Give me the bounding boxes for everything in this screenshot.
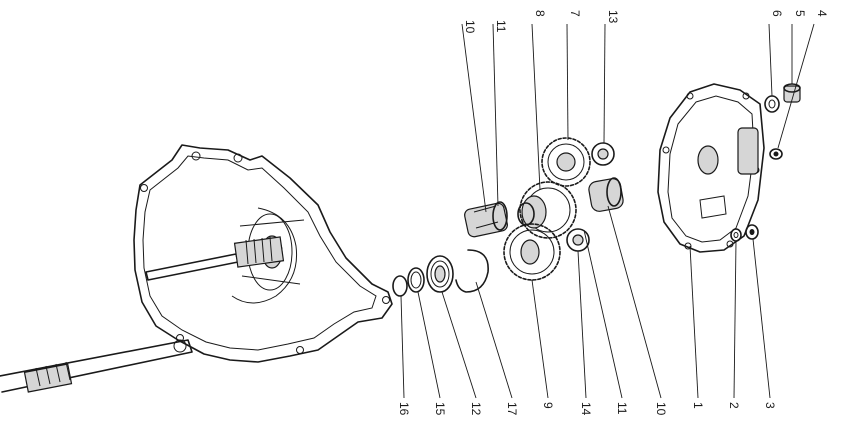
callout-17: 17 bbox=[505, 402, 519, 416]
output-shaft bbox=[0, 339, 193, 393]
part-3-nut bbox=[745, 224, 759, 240]
part-17-snap-ring bbox=[455, 249, 489, 293]
part-5-plug bbox=[783, 83, 801, 103]
leader-lines bbox=[400, 23, 815, 399]
part-11-roller-bearing bbox=[464, 201, 508, 238]
callout-2: 2 bbox=[727, 402, 741, 409]
input-shaft bbox=[145, 236, 285, 281]
part-7-gear bbox=[541, 137, 591, 187]
callouts-bottom: 16 15 12 17 9 14 11 10 1 2 3 bbox=[397, 402, 777, 416]
part-13-bearing bbox=[591, 142, 615, 166]
part-9-gear bbox=[503, 223, 561, 281]
callout-10-top: 10 bbox=[463, 20, 477, 34]
callout-14: 14 bbox=[579, 402, 593, 416]
part-6-washer bbox=[764, 95, 780, 113]
callout-9: 9 bbox=[541, 402, 555, 409]
part-4-nut bbox=[769, 148, 783, 160]
callout-6: 6 bbox=[770, 10, 784, 17]
callout-5: 5 bbox=[793, 10, 807, 17]
callout-12: 12 bbox=[469, 402, 483, 416]
callout-11-bottom: 11 bbox=[615, 402, 629, 415]
part-12-bearing bbox=[426, 255, 454, 293]
callout-8: 8 bbox=[533, 10, 547, 17]
part-8-gear bbox=[517, 181, 577, 239]
part-16-circlip bbox=[392, 275, 408, 297]
callout-13: 13 bbox=[606, 10, 620, 24]
callout-16: 16 bbox=[397, 402, 411, 416]
part-15-ring bbox=[407, 267, 425, 293]
callout-3: 3 bbox=[763, 402, 777, 409]
callout-4: 4 bbox=[815, 10, 829, 17]
callout-1: 1 bbox=[691, 402, 705, 409]
part-2-washer bbox=[730, 228, 742, 242]
callout-11-top: 11 bbox=[494, 20, 508, 33]
callouts-top: 10 11 8 7 13 6 5 4 bbox=[463, 10, 829, 34]
part-14-bearing bbox=[566, 228, 590, 252]
part-1-cover bbox=[657, 83, 765, 253]
callout-15: 15 bbox=[433, 402, 447, 416]
callout-7: 7 bbox=[568, 10, 582, 17]
callout-10-bottom: 10 bbox=[654, 402, 668, 416]
part-10-bearing-lower bbox=[588, 177, 624, 212]
